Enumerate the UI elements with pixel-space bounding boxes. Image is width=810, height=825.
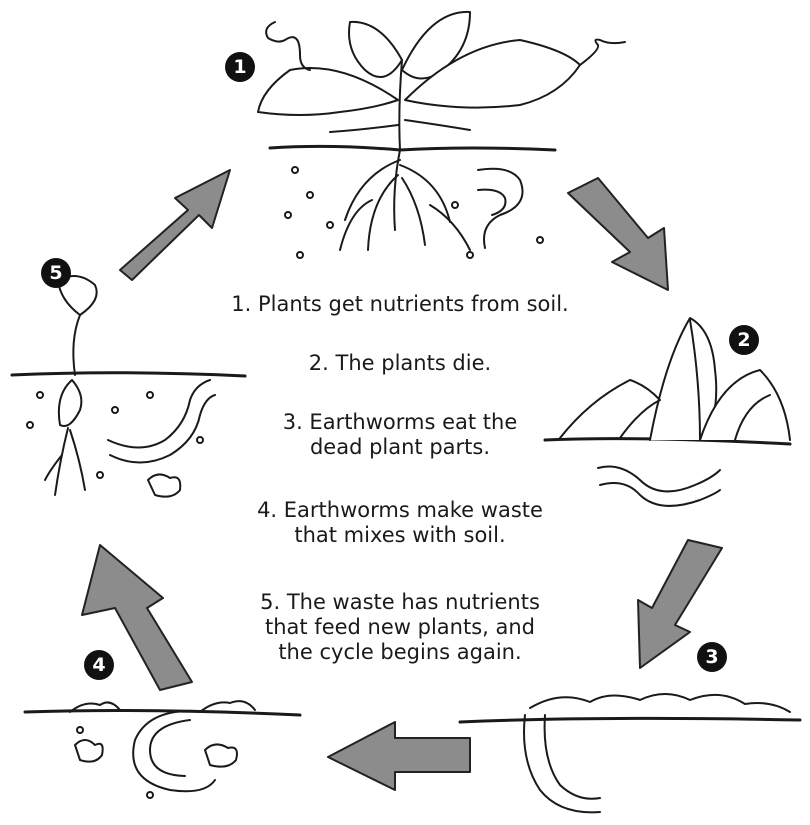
step-5-text-line-2: that feed new plants, and [200, 615, 600, 640]
step-5-badge: 5 [41, 258, 71, 288]
scene-1-growing-plant [258, 12, 625, 258]
step-4-text-line-1: 4. Earthworms make waste [200, 498, 600, 523]
step-5-text-line-1: 5. The waste has nutrients [200, 590, 600, 615]
step-3-text-line-1: 3. Earthworms eat the [200, 410, 600, 435]
scene-4-earthworm-waste [25, 701, 300, 798]
step-4-badge: 4 [84, 650, 114, 680]
step-2-badge: 2 [729, 325, 759, 355]
step-5-text-line-3: the cycle begins again. [200, 640, 600, 665]
step-3-badge: 3 [697, 642, 727, 672]
step-1-text: 1. Plants get nutrients from soil. [200, 292, 600, 317]
step-3-text-line-2: dead plant parts. [200, 435, 600, 460]
arrow-5-to-1 [120, 170, 230, 280]
step-1-badge: 1 [225, 52, 255, 82]
step-4-text-line-2: that mixes with soil. [200, 523, 600, 548]
step-4-text: 4. Earthworms make waste that mixes with… [200, 498, 600, 548]
step-5-text: 5. The waste has nutrients that feed new… [200, 590, 600, 665]
step-2-text: 2. The plants die. [200, 351, 600, 376]
arrow-1-to-2 [568, 178, 668, 290]
arrow-3-to-4 [328, 722, 470, 790]
scene-3-earthworm-eating [460, 694, 800, 812]
step-3-text: 3. Earthworms eat the dead plant parts. [200, 410, 600, 460]
